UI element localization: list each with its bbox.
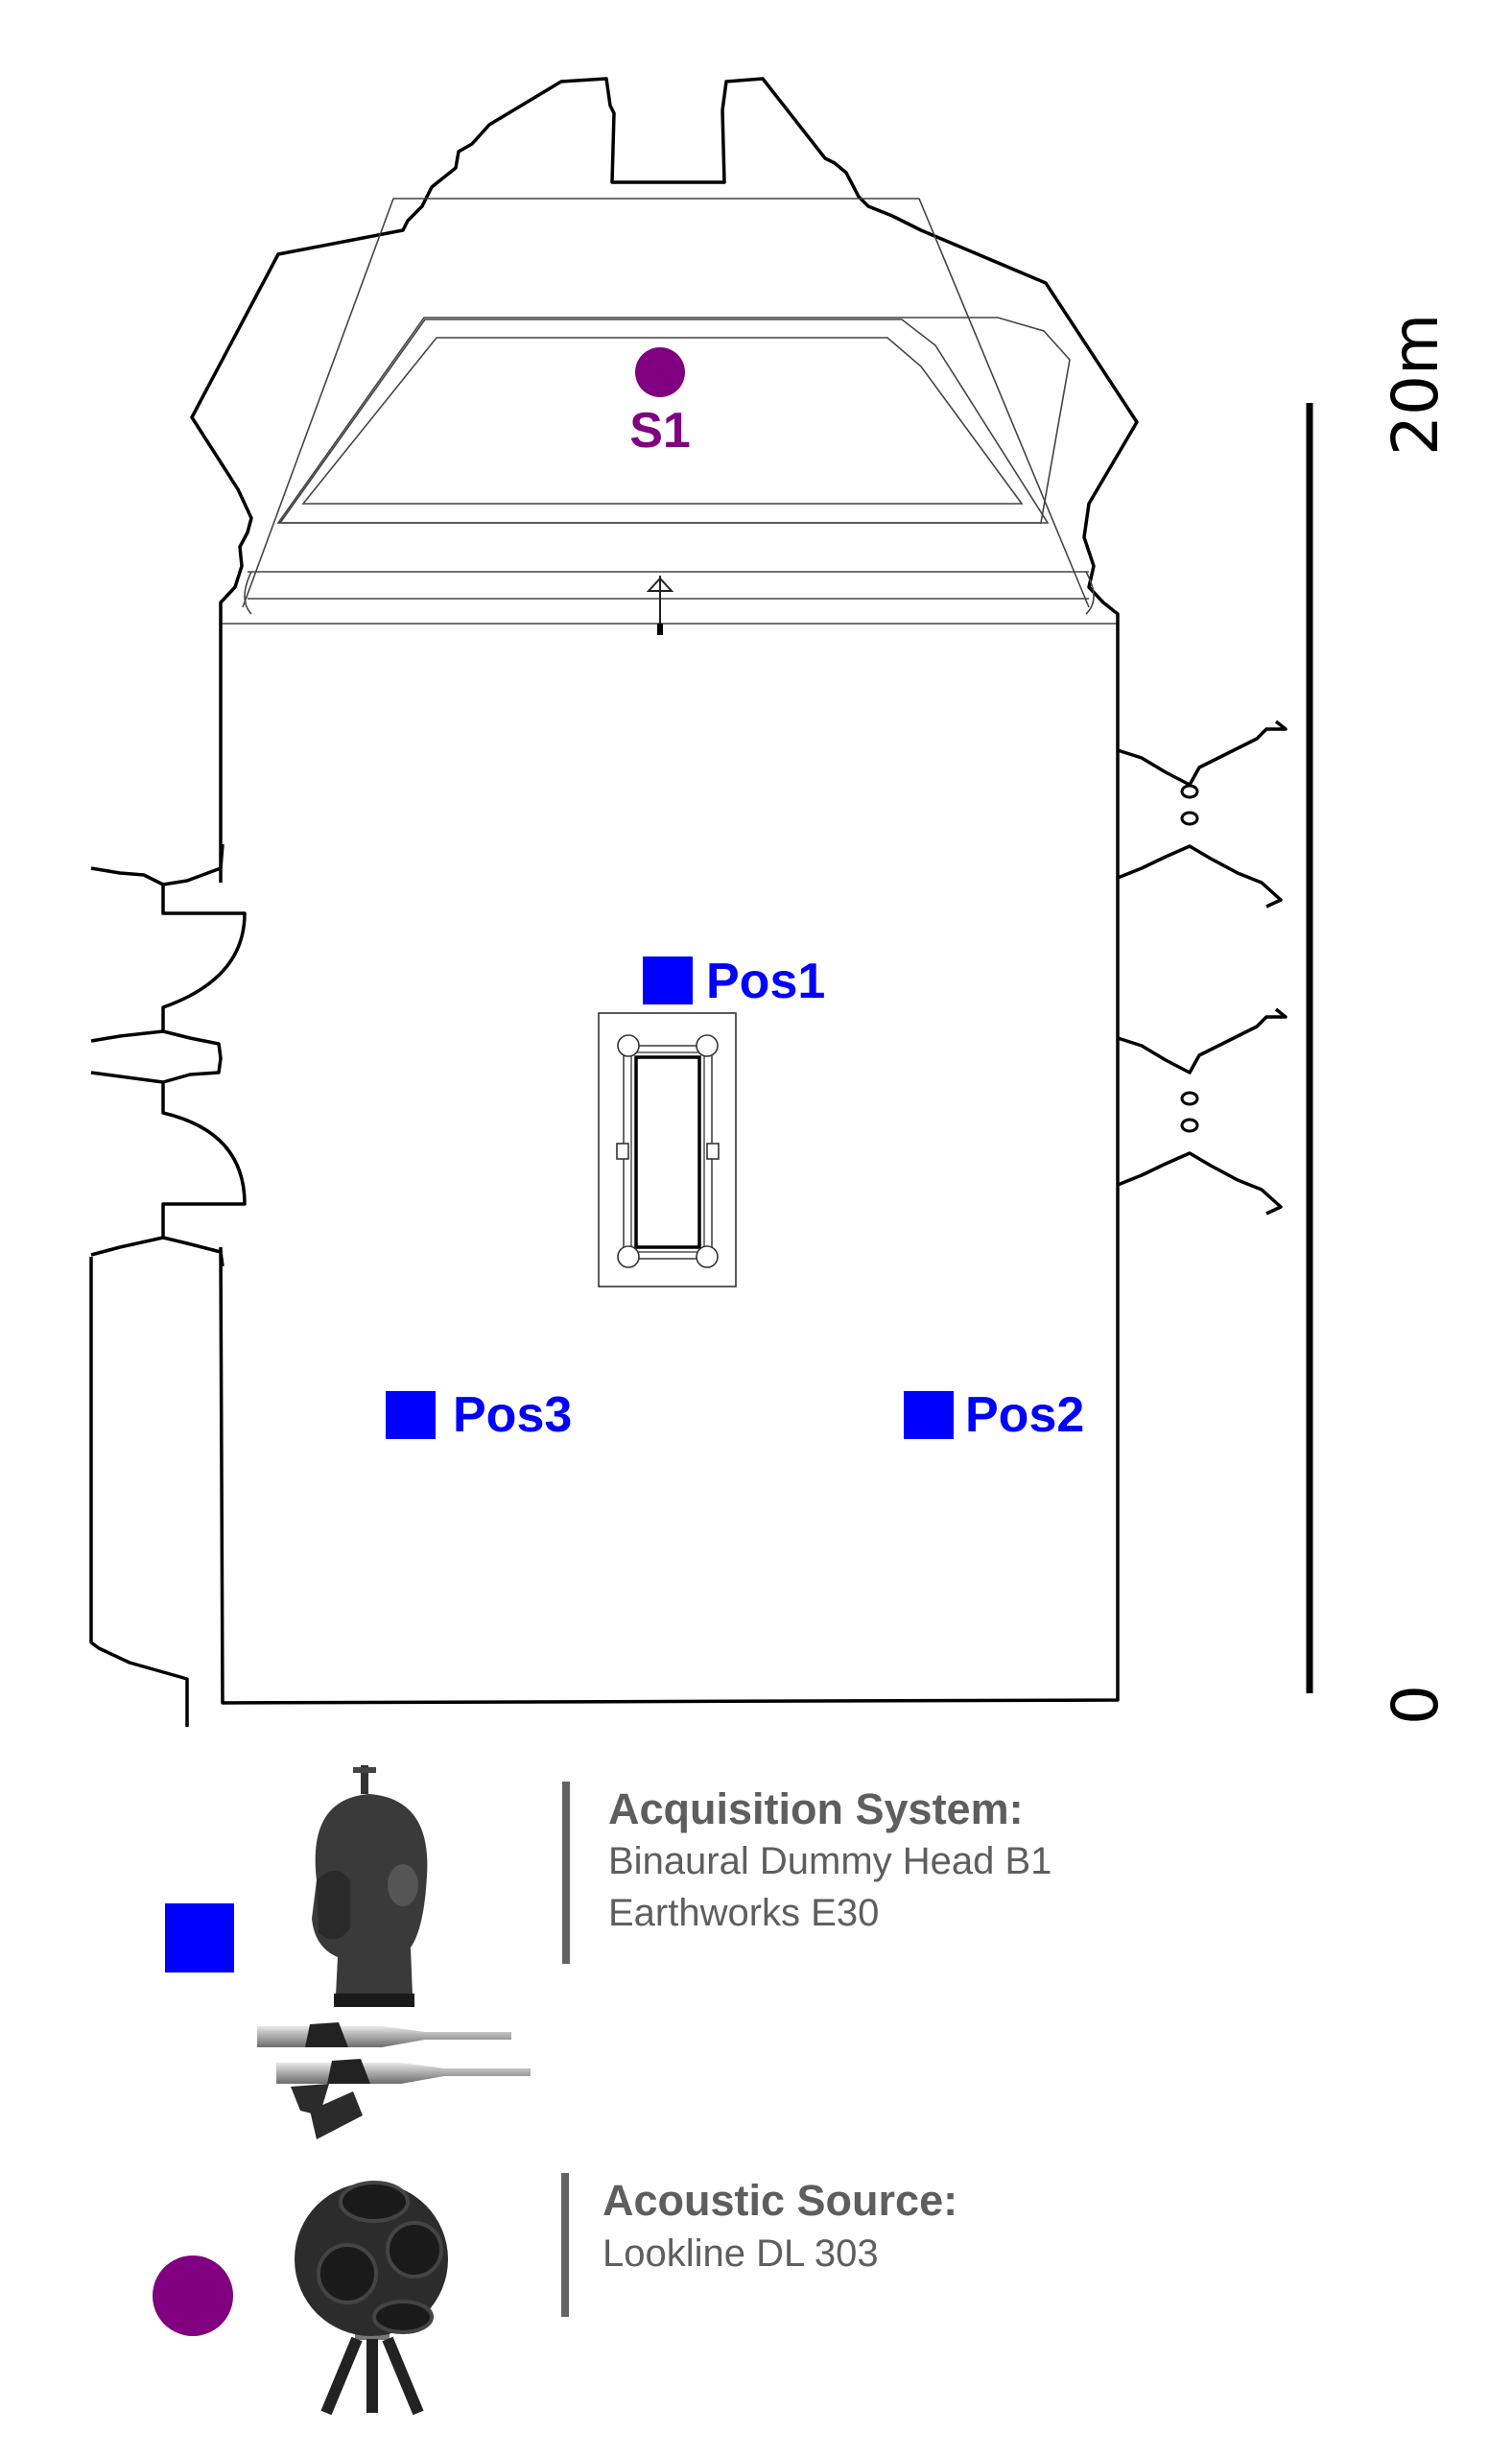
legend-acquisition-line: Binaural Dummy Head B1	[608, 1840, 1052, 1882]
pillar-icons	[1180, 784, 1199, 1133]
nave-outline	[89, 622, 1288, 1727]
receiver-square	[643, 956, 693, 1004]
receiver-pos2: Pos2	[904, 1387, 1084, 1443]
receiver-label: Pos1	[706, 954, 825, 1009]
legend-source-line: Lookline DL 303	[602, 2232, 879, 2275]
receiver-pos3: Pos3	[386, 1387, 572, 1443]
scale-bar: 20m 0	[1306, 314, 1453, 1725]
legend-divider	[562, 1782, 570, 1964]
source-dot	[635, 347, 685, 397]
apse-outline	[190, 77, 1139, 635]
legend-acquisition-title: Acquisition System:	[608, 1784, 1024, 1833]
central-monument	[598, 1012, 737, 1287]
receiver-pos1: Pos1	[643, 954, 825, 1009]
receiver-square	[904, 1391, 954, 1439]
legend-receiver-marker	[165, 1903, 234, 1972]
scale-top-label: 20m	[1379, 314, 1453, 456]
scale-bottom-label: 0	[1379, 1685, 1453, 1725]
source-label: S1	[629, 403, 691, 459]
legend-acquisition-line: Earthworks E30	[608, 1892, 880, 1934]
receiver-square	[386, 1391, 436, 1439]
legend-divider	[561, 2173, 569, 2317]
dummy-head-icon	[312, 1765, 428, 2007]
legend-source-marker	[153, 2255, 233, 2336]
dodecahedron-speaker-icon	[295, 2181, 448, 2416]
microphone-icon	[257, 2022, 531, 2139]
receiver-label: Pos2	[965, 1387, 1084, 1443]
legend-source-title: Acoustic Source:	[602, 2176, 958, 2225]
receiver-label: Pos3	[453, 1387, 572, 1443]
source-marker-s1: S1	[629, 347, 691, 459]
